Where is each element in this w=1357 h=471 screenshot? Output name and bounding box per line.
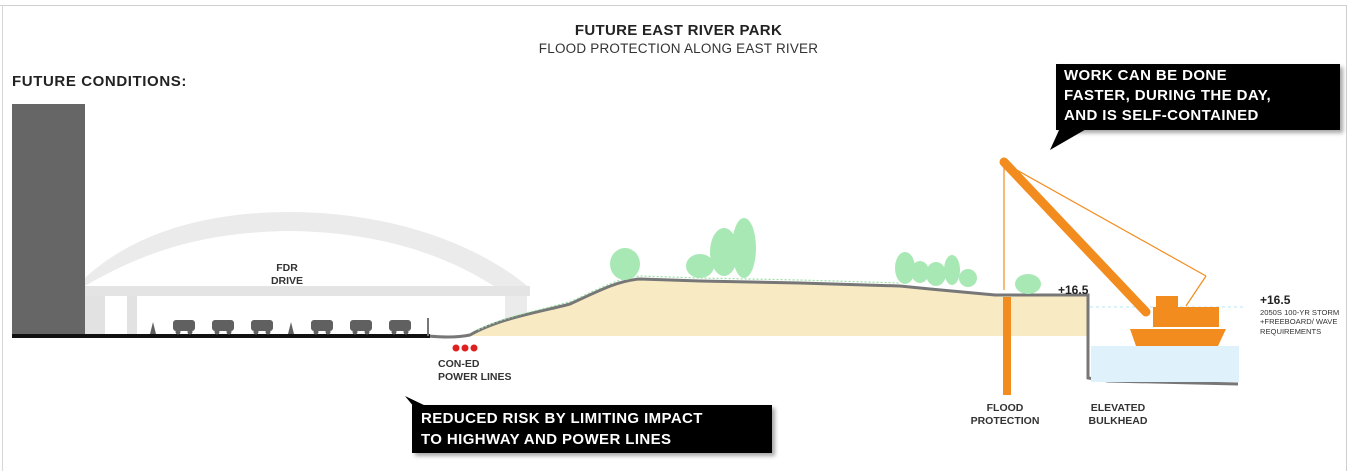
section-heading: FUTURE CONDITIONS: bbox=[12, 73, 187, 90]
car bbox=[389, 320, 411, 335]
frame-border-top bbox=[0, 5, 1346, 6]
crane-barge bbox=[999, 157, 1226, 346]
callout-bottom-tail bbox=[405, 396, 428, 407]
callout-reduced-risk: REDUCED RISK BY LIMITING IMPACT TO HIGHW… bbox=[412, 405, 772, 453]
park-berm bbox=[470, 279, 1088, 336]
car bbox=[212, 320, 234, 335]
elevated-bulkhead-label: ELEVATED BULKHEAD bbox=[1088, 402, 1148, 427]
storm-note: 2050s 100-YR STORM +FREEBOARD/ WAVE REQU… bbox=[1260, 308, 1340, 336]
car bbox=[311, 320, 333, 335]
cars bbox=[150, 320, 411, 335]
ground-profile bbox=[427, 277, 1239, 386]
grass-line bbox=[477, 275, 901, 331]
page-title: FUTURE EAST RIVER PARK bbox=[574, 22, 783, 39]
coned-power-lines-label: CON-ED POWER LINES bbox=[438, 358, 512, 383]
car bbox=[350, 320, 372, 335]
elevation-label-storm: +16.5 bbox=[1260, 293, 1291, 307]
page-subtitle: FLOOD PROTECTION ALONG EAST RIVER bbox=[538, 41, 819, 56]
callout-top-tail bbox=[1050, 128, 1088, 150]
elevation-label-bulkhead: +16.5 bbox=[1058, 283, 1089, 297]
power-line-dots bbox=[452, 344, 478, 352]
frame-border-left bbox=[2, 5, 3, 471]
road-deck bbox=[12, 334, 430, 338]
flood-protection-wall bbox=[1003, 297, 1011, 395]
barrier bbox=[150, 322, 156, 334]
flood-protection-label: FLOOD PROTECTION bbox=[970, 402, 1040, 427]
fdr-drive-label: FDR DRIVE bbox=[270, 262, 304, 287]
trees bbox=[610, 218, 1041, 294]
barrier bbox=[288, 322, 294, 334]
car bbox=[251, 320, 273, 335]
building bbox=[12, 104, 85, 336]
frame-border-right bbox=[1346, 5, 1347, 471]
river-water bbox=[1090, 306, 1245, 382]
callout-work-faster: WORK CAN BE DONE FASTER, DURING THE DAY,… bbox=[1056, 64, 1340, 130]
car bbox=[173, 320, 195, 335]
